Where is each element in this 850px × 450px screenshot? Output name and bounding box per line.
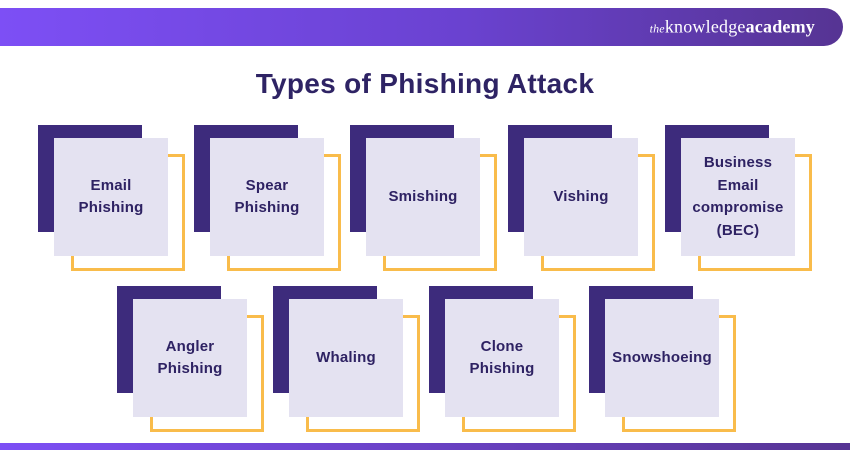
- card-face: Snowshoeing: [605, 299, 719, 417]
- card-face: Angler Phishing: [133, 299, 247, 417]
- card-face: Smishing: [366, 138, 480, 256]
- card-label: Spear Phishing: [234, 176, 300, 217]
- card-business-email-compromise: Business Email compromise (BEC): [665, 125, 813, 271]
- logo-word-the: the: [649, 21, 665, 36]
- card-face: Clone Phishing: [445, 299, 559, 417]
- card-snowshoeing: Snowshoeing: [589, 286, 737, 432]
- card-label: Whaling: [316, 348, 376, 366]
- card-label: Smishing: [388, 187, 458, 205]
- header-bar: theknowledgeacademy: [0, 8, 843, 46]
- card-face: Vishing: [524, 138, 638, 256]
- page-title: Types of Phishing Attack: [255, 68, 595, 99]
- brand-logo: theknowledgeacademy: [650, 18, 815, 37]
- card-spear-phishing: Spear Phishing: [194, 125, 342, 271]
- card-label: Business Email compromise (BEC): [692, 154, 784, 239]
- card-email-phishing: Email Phishing: [38, 125, 186, 271]
- card-label: Vishing: [553, 187, 609, 205]
- card-face: Whaling: [289, 299, 403, 417]
- card-angler-phishing: Angler Phishing: [117, 286, 265, 432]
- card-label: Email Phishing: [78, 176, 144, 217]
- footer-bar: [0, 443, 850, 450]
- card-whaling: Whaling: [273, 286, 421, 432]
- card-face: Email Phishing: [54, 138, 168, 256]
- logo-word-academy: academy: [745, 16, 815, 37]
- card-face: Spear Phishing: [210, 138, 324, 256]
- logo-word-knowledge: knowledge: [664, 16, 746, 37]
- card-face: Business Email compromise (BEC): [681, 138, 795, 256]
- card-clone-phishing: Clone Phishing: [429, 286, 577, 432]
- card-label: Snowshoeing: [612, 348, 712, 366]
- card-smishing: Smishing: [350, 125, 498, 271]
- card-label: Angler Phishing: [157, 337, 223, 378]
- card-vishing: Vishing: [508, 125, 656, 271]
- card-label: Clone Phishing: [469, 337, 535, 378]
